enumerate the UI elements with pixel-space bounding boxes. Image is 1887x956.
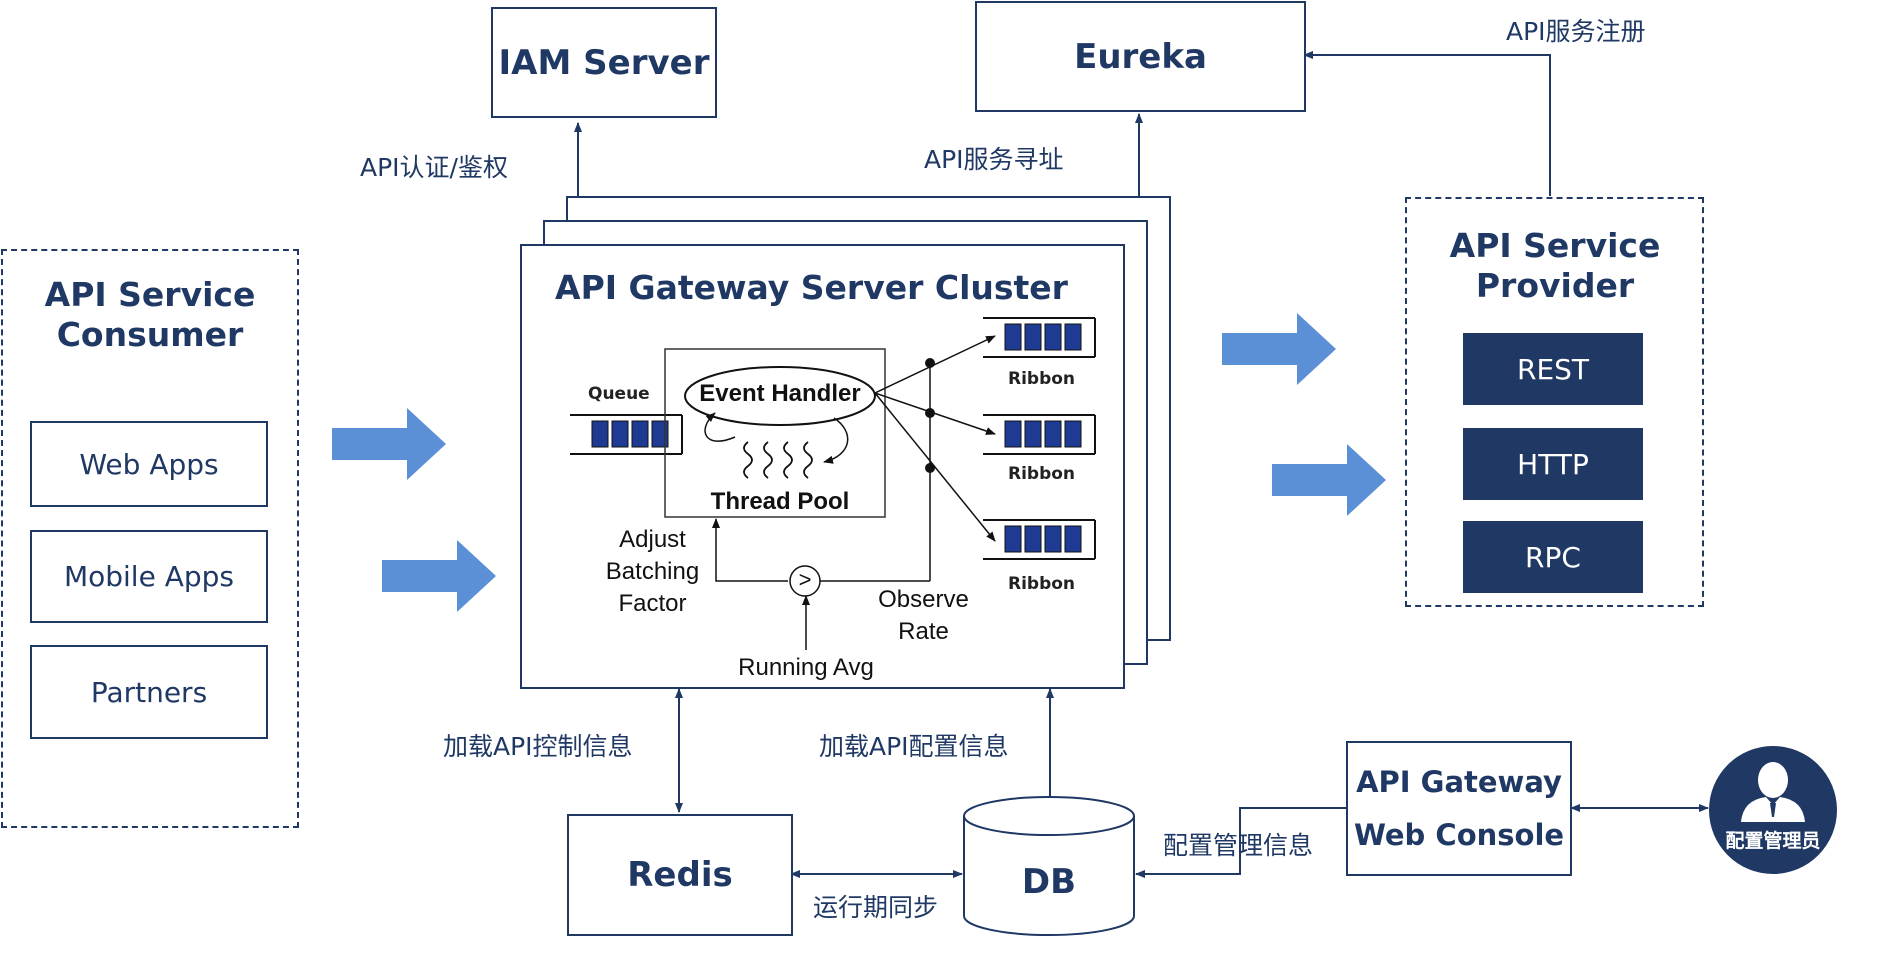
event-handler-label: Event Handler: [699, 380, 861, 407]
running-avg-label: Running Avg: [738, 654, 874, 681]
observe-rate-label: Observe Rate: [866, 584, 981, 648]
api-discovery-label: API服务寻址: [924, 145, 1064, 174]
provider-flow-arrow-2: [1272, 444, 1386, 516]
event-handler-ellipse: [684, 366, 876, 426]
iam-server-box: IAM Server: [491, 7, 717, 118]
web-console-line1: API Gateway: [1356, 764, 1562, 799]
consumer-title: API Service Consumer: [10, 272, 290, 358]
api-register-label: API服务注册: [1506, 17, 1646, 46]
observe-line-2: Rate: [898, 618, 949, 645]
consumer-flow-arrow-2: [382, 540, 496, 612]
provider-item-http: HTTP: [1463, 428, 1643, 500]
runtime-sync-label: 运行期同步: [813, 893, 939, 922]
load-config-label: 加载API配置信息: [819, 732, 1009, 761]
handler-loop-left-arrow: [704, 412, 736, 442]
provider-flow-arrow-1: [1222, 313, 1336, 385]
thread-pool-label: Thread Pool: [710, 488, 850, 515]
observe-line-1: Observe: [878, 586, 969, 613]
consumer-title-line1: API Service: [44, 275, 256, 314]
consumer-flow-arrow-1: [332, 408, 446, 480]
config-mgmt-label: 配置管理信息: [1163, 831, 1314, 860]
provider-item-label: HTTP: [1517, 447, 1589, 481]
ribbon-queue-icon-1: [983, 317, 1096, 358]
fanout-junction-3: [925, 463, 935, 473]
adjust-line-3: Factor: [618, 590, 687, 617]
consumer-item-label: Mobile Apps: [63, 560, 235, 593]
register-connector: [1303, 51, 1551, 196]
consumer-item-partners: Partners: [30, 645, 268, 739]
eureka-label: Eureka: [1074, 36, 1207, 77]
consumer-item-mobile-apps: Mobile Apps: [30, 530, 268, 623]
provider-title: API Service Provider: [1410, 224, 1700, 308]
consumer-item-web-apps: Web Apps: [30, 421, 268, 507]
load-control-label: 加载API控制信息: [443, 732, 633, 761]
admin-avatar: [1709, 746, 1837, 874]
queue-icon: [570, 414, 683, 455]
event-handler-box: [664, 348, 886, 518]
db-label: DB: [1021, 862, 1077, 902]
handler-loop-right-arrow: [823, 417, 849, 464]
admin-label: 配置管理员: [1725, 830, 1821, 852]
provider-item-label: REST: [1516, 352, 1590, 386]
adjust-line-1: Adjust: [619, 526, 686, 553]
db-cylinder: [963, 796, 1135, 936]
ribbon-queue-icon-2: [983, 414, 1096, 455]
adjust-line-2: Batching: [605, 558, 700, 585]
cluster-title: API Gateway Server Cluster: [555, 268, 1068, 307]
comparator-label: >: [798, 567, 812, 592]
api-auth-label: API认证/鉴权: [360, 153, 508, 182]
redis-label: Redis: [627, 855, 733, 895]
config-connector: [1135, 807, 1346, 878]
consumer-title-line2: Consumer: [56, 315, 244, 354]
provider-item-rpc: RPC: [1463, 521, 1643, 593]
web-console-box: API Gateway Web Console: [1346, 741, 1572, 876]
consumer-item-label: Web Apps: [79, 447, 219, 481]
fanout-junction-1: [925, 358, 935, 368]
eureka-box: Eureka: [975, 1, 1306, 112]
admin-person-icon: [1741, 762, 1805, 822]
ribbon-label-1: Ribbon: [1008, 369, 1076, 389]
thread-squiggles-icon: [743, 441, 813, 479]
ribbon-queue-icon-3: [983, 519, 1096, 560]
provider-item-label: RPC: [1525, 540, 1581, 574]
consumer-item-label: Partners: [90, 675, 208, 709]
provider-title-line1: API Service: [1449, 226, 1661, 265]
fanout-junction-2: [925, 408, 935, 418]
queue-label: Queue: [588, 384, 650, 404]
ribbon-label-3: Ribbon: [1008, 574, 1076, 594]
provider-title-line2: Provider: [1475, 266, 1635, 305]
web-console-line2: Web Console: [1353, 817, 1565, 852]
ribbon-label-2: Ribbon: [1008, 464, 1076, 484]
adjust-batching-factor-label: Adjust Batching Factor: [595, 524, 710, 620]
iam-server-label: IAM Server: [498, 42, 710, 83]
provider-item-rest: REST: [1463, 333, 1643, 405]
comparator-circle: [789, 565, 821, 597]
redis-box: Redis: [567, 814, 793, 936]
